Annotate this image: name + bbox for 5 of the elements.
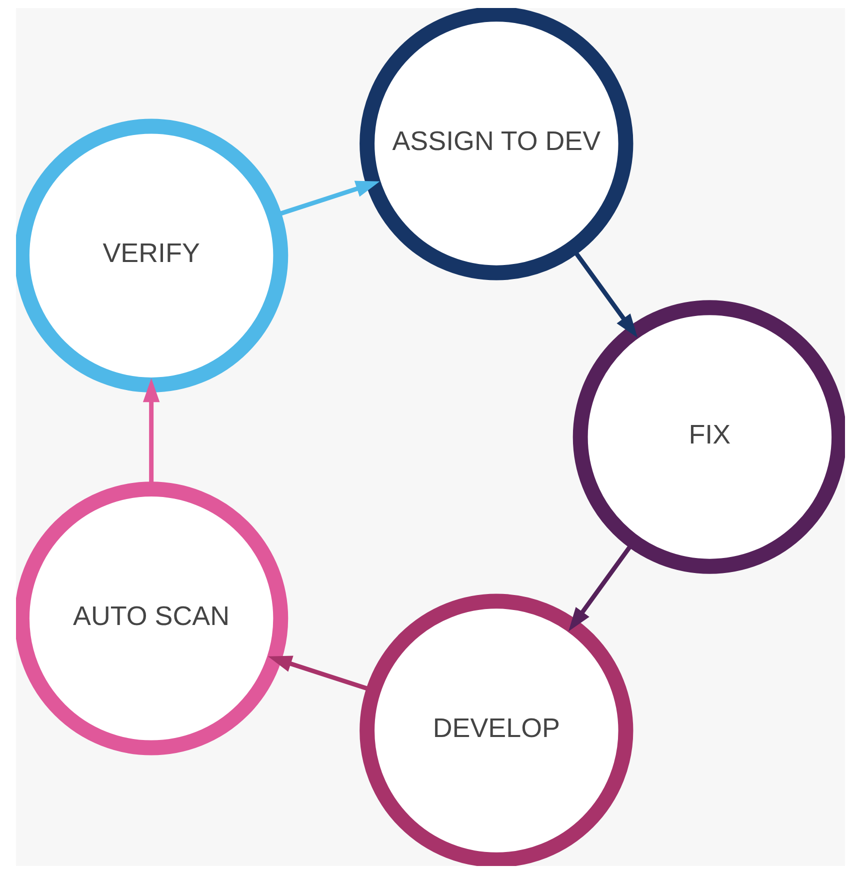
node-circle: DEVELOP [359, 594, 633, 866]
node-circle: AUTO SCAN [16, 482, 288, 756]
node-circle: FIX [572, 300, 844, 574]
node-circle: ASSIGN TO DEV [359, 8, 633, 280]
node-circle: VERIFY [16, 118, 288, 392]
